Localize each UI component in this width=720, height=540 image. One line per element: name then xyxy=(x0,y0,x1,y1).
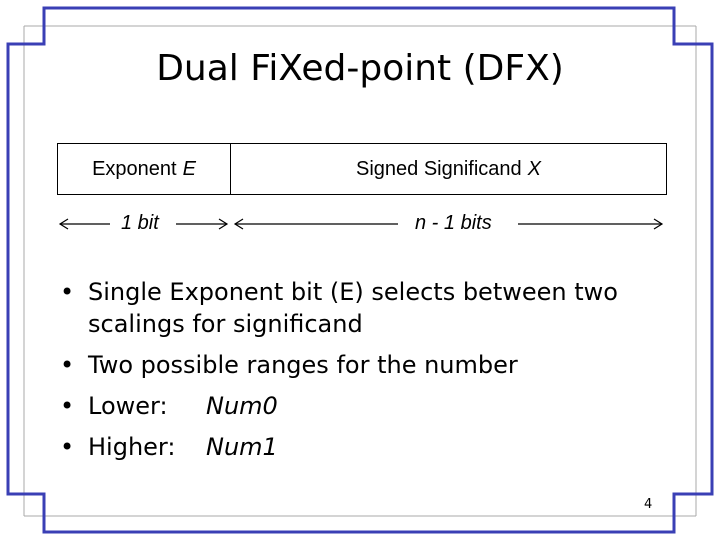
slide-title: Dual FiXed-point (DFX) xyxy=(156,48,564,89)
exponent-field: Exponent E xyxy=(58,144,231,194)
higher-value: Num1 xyxy=(206,433,278,461)
arrow-1bit-left-head xyxy=(58,218,69,230)
significand-var: X xyxy=(527,157,542,180)
bullet-item: Two possible ranges for the number xyxy=(58,349,678,381)
arrow-1bit-right-head xyxy=(218,218,229,230)
n-minus-1-bits-label: n - 1 bits xyxy=(415,212,492,234)
frame-gray-lines xyxy=(23,25,697,517)
bullet-text: Single Exponent bit (E) selects between … xyxy=(88,278,618,338)
bullet-text: Two possible ranges for the number xyxy=(88,351,518,379)
arrow-nbits-right-head xyxy=(653,218,664,230)
significand-label: Signed Significand xyxy=(355,157,522,180)
bullet-list: Single Exponent bit (E) selects between … xyxy=(58,276,678,472)
bit-field-diagram: Exponent E Signed Significand X xyxy=(57,143,667,195)
lower-value: Num0 xyxy=(206,392,278,420)
arrow-nbits-left-head xyxy=(233,218,244,230)
bit-width-arrows xyxy=(58,218,664,230)
frame-blue-border xyxy=(6,6,714,534)
significand-field: Signed Significand X xyxy=(231,144,666,194)
higher-label: Higher: xyxy=(88,433,176,461)
page-number: 4 xyxy=(644,497,653,512)
exponent-label: Exponent xyxy=(92,157,177,180)
bullet-item: Single Exponent bit (E) selects between … xyxy=(58,276,678,340)
lower-label: Lower: xyxy=(88,392,168,420)
exponent-var: E xyxy=(182,157,196,180)
bullet-item: Lower: Num0 xyxy=(58,390,678,422)
one-bit-label: 1 bit xyxy=(121,212,159,234)
bullet-item: Higher: Num1 xyxy=(58,431,678,463)
